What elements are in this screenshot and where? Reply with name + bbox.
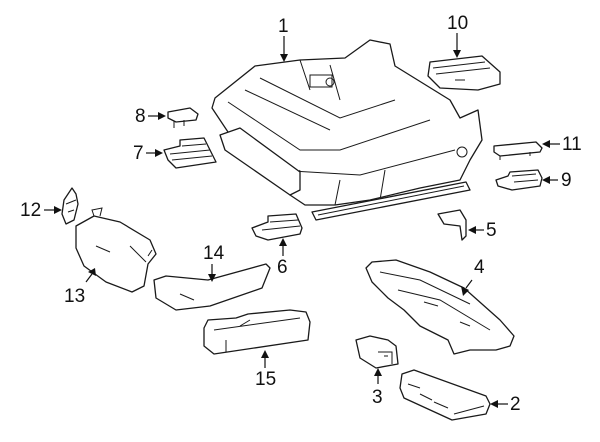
part-4-lower-cover[interactable]	[365, 259, 515, 355]
callout-1[interactable]: 1	[278, 16, 289, 37]
callout-7[interactable]: 7	[133, 143, 144, 164]
part-5-clip[interactable]	[437, 209, 467, 241]
part-10-inner-cover[interactable]	[427, 55, 501, 91]
callout-4[interactable]: 4	[474, 257, 485, 278]
part-6-cover[interactable]	[251, 213, 303, 241]
part-1-seat-frame[interactable]	[211, 39, 483, 221]
callout-8[interactable]: 8	[135, 106, 146, 127]
part-11-end-cap[interactable]	[493, 141, 543, 160]
callout-12[interactable]: 12	[20, 200, 42, 221]
part-2-control-module[interactable]	[399, 369, 491, 421]
leader-lines	[44, 33, 560, 408]
part-7-track-cover[interactable]	[163, 137, 217, 169]
callout-9[interactable]: 9	[561, 170, 572, 191]
callout-11[interactable]: 11	[562, 134, 582, 155]
callout-5[interactable]: 5	[486, 220, 497, 241]
callout-14[interactable]: 14	[203, 243, 225, 264]
callout-2[interactable]: 2	[510, 394, 521, 415]
part-9-track-end-cover[interactable]	[495, 169, 543, 191]
part-12-bracket[interactable]	[61, 187, 79, 225]
part-8-cap[interactable]	[167, 107, 199, 128]
callout-13[interactable]: 13	[64, 286, 86, 307]
callout-3[interactable]: 3	[372, 387, 383, 408]
part-3-bracket[interactable]	[355, 335, 399, 369]
part-13-side-shield[interactable]	[75, 207, 157, 293]
callout-10[interactable]: 10	[447, 13, 469, 34]
part-15-rail-cover[interactable]	[203, 309, 311, 355]
callout-15[interactable]: 15	[255, 369, 277, 390]
callout-6[interactable]: 6	[277, 257, 288, 278]
part-14-trim-panel[interactable]	[153, 263, 271, 311]
